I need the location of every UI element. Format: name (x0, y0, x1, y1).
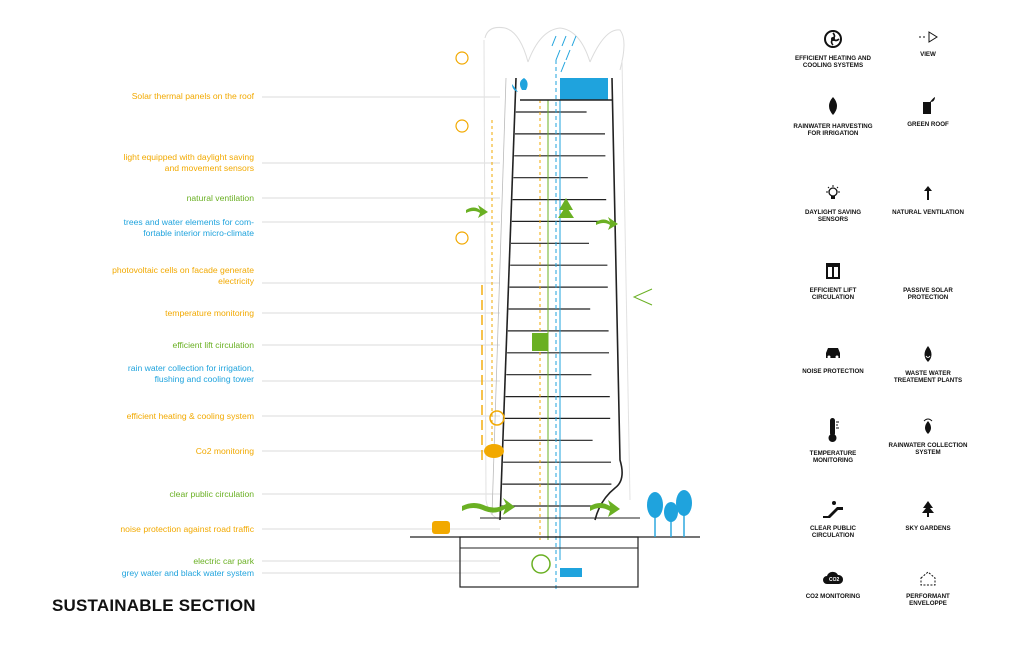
annotation-co2: Co2 monitoring (195, 446, 254, 456)
annotation-ventilation: natural ventilation (186, 193, 254, 203)
tower-right-wall (594, 77, 623, 521)
legend-item: GREEN ROOF (888, 96, 968, 128)
legend-item: DAYLIGHT SAVING SENSORS (793, 184, 873, 224)
arrow-up-icon (888, 184, 968, 205)
legend-item: EFFICIENT LIFT CIRCULATION (793, 262, 873, 302)
legend-label: GREEN ROOF (907, 120, 949, 128)
roof-tank (560, 78, 608, 100)
annotation-trees: trees and water elements for com-fortabl… (123, 217, 254, 238)
legend-item: RAINWATER COLLECTION SYSTEM (888, 417, 968, 457)
waste-drop-icon (888, 345, 968, 366)
legend-label: TEMPERATURE MONITORING (809, 449, 857, 465)
legend-label: WASTE WATER TREATEMENT PLANTS (893, 369, 963, 385)
leaf-drop-icon (793, 96, 873, 119)
legend-item: NOISE PROTECTION (793, 345, 873, 375)
lift-icon (793, 262, 873, 283)
annotation-noise: noise protection against road traffic (120, 524, 254, 534)
basement (459, 536, 639, 588)
legend-item: VIEW (888, 30, 968, 58)
page-title: SUSTAINABLE SECTION (52, 596, 256, 615)
legend-item: CLEAR PUBLIC CIRCULATION (793, 500, 873, 540)
legend-label: CO2 MONITORING (805, 592, 861, 600)
legend-item: TEMPERATURE MONITORING (793, 417, 873, 465)
legend-label: DAYLIGHT SAVING SENSORS (804, 208, 862, 224)
legend-label: NATURAL VENTILATION (892, 208, 964, 216)
legend-label: RAINWATER HARVESTING FOR IRRIGATION (793, 122, 873, 138)
svg-text:CO2: CO2 (829, 577, 840, 583)
legend-item: WASTE WATER TREATEMENT PLANTS (888, 345, 968, 385)
crown-outline (484, 27, 625, 71)
tree-icon (888, 500, 968, 521)
rain-collect-icon (888, 417, 968, 438)
legend-item: EFFICIENT HEATING AND COOLING SYSTEMS (793, 30, 873, 70)
legend-item: NATURAL VENTILATION (888, 184, 968, 216)
tower-left-wall (499, 77, 517, 521)
ev-marker (531, 554, 551, 574)
legend-label: RAINWATER COLLECTION SYSTEM (888, 441, 968, 457)
trees-right (647, 490, 692, 522)
fan-marker (489, 410, 505, 426)
annotation-carpark: electric car park (193, 556, 254, 566)
floor-slabs (501, 111, 612, 507)
annotation-temp: temperature monitoring (165, 308, 254, 318)
view-icon (888, 30, 968, 47)
sky-garden-tree (558, 198, 574, 218)
wind-arrows (462, 205, 620, 517)
green-roof-icon (888, 96, 968, 117)
legend-label: CLEAR PUBLIC CIRCULATION (809, 524, 857, 540)
legend-label: VIEW (920, 50, 936, 58)
leader-lines (262, 96, 500, 574)
annotation-lift: efficient lift circulation (172, 340, 254, 350)
legend-label: EFFICIENT HEATING AND COOLING SYSTEMS (795, 54, 871, 70)
annotation-solar: Solar thermal panels on the roof (131, 91, 254, 101)
escalator-icon (793, 500, 873, 521)
co2-marker (484, 444, 504, 458)
bulb-icon (793, 184, 873, 205)
annotation-public: clear public circulation (169, 489, 254, 499)
grey-water-tank (560, 568, 582, 577)
legend-label: NOISE PROTECTION (802, 367, 864, 375)
legend-item: PERFORMANT ENVELOPPE (888, 570, 968, 608)
fan-icon (793, 30, 873, 51)
car-icon (793, 345, 873, 364)
annotation-rain: rain water collection for irrigation,flu… (127, 363, 254, 384)
legend-item: SKY GARDENS (888, 500, 968, 532)
annotation-heating: efficient heating & cooling system (126, 411, 254, 421)
sun-shade-icon (888, 262, 968, 283)
legend-item: RAINWATER HARVESTING FOR IRRIGATION (793, 96, 873, 138)
ghost-right (621, 59, 631, 501)
thermometer-icon (793, 417, 873, 446)
legend-label: SKY GARDENS (905, 524, 951, 532)
house-icon (888, 570, 968, 589)
car-marker (432, 521, 450, 534)
rain-lines (551, 35, 577, 73)
legend-item: PASSIVE SOLAR PROTECTION (888, 262, 968, 302)
sun-icons (455, 51, 469, 245)
legend-label: EFFICIENT LIFT CIRCULATION (809, 286, 857, 302)
legend-label: PASSIVE SOLAR PROTECTION (903, 286, 953, 302)
lift-marker (532, 333, 548, 351)
cloud-icon: CO2 (793, 570, 873, 589)
legend-label: PERFORMANT ENVELOPPE (906, 592, 950, 608)
annotation-greywater: grey water and black water system (121, 568, 254, 578)
